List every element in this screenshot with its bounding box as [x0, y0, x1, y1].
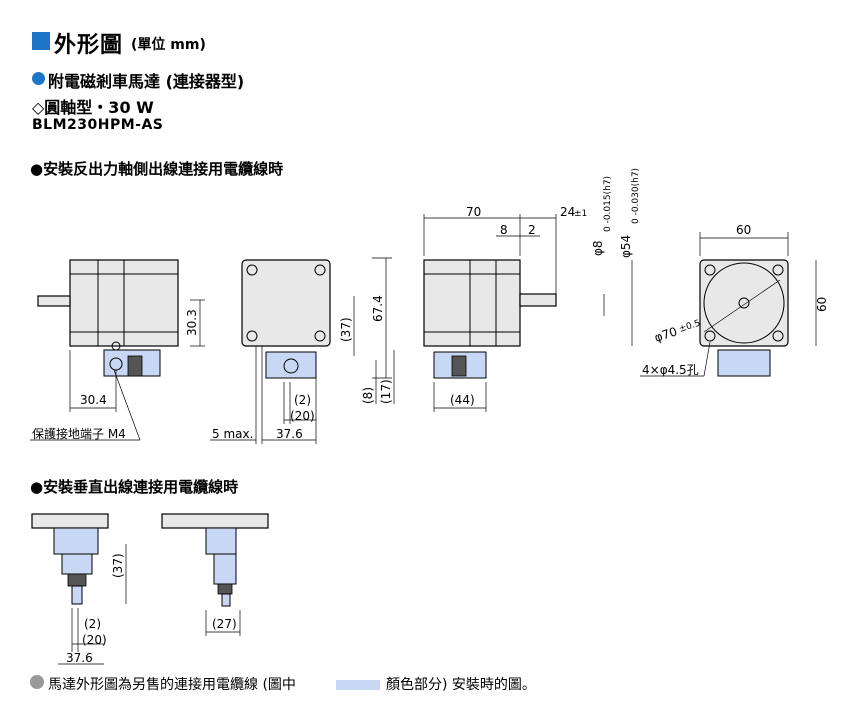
dim-37: (37): [339, 317, 353, 342]
front-view: 67.4 (37) (8) (17) 5 max. 37.6 (2) (20): [210, 257, 395, 444]
dim-30-3: 30.3: [185, 309, 199, 336]
flange-view: 60 60 φ70 ±0.5 4×φ4.5孔: [640, 223, 829, 377]
dim-30-4: 30.4: [80, 393, 107, 407]
note-text-b: 顏色部分) 安裝時的圖。: [386, 677, 536, 693]
section2-title: ●安裝垂直出線連接用電纜線時: [30, 478, 239, 496]
dim-phi54-tolerance: 0 -0.030(h7): [631, 168, 641, 224]
s2-dim-37: (37): [111, 553, 125, 578]
blue-bullet-icon: [32, 72, 45, 85]
dim-phi54: φ54: [619, 235, 633, 258]
dim-phi70-tolerance: ±0.5: [678, 319, 702, 335]
shaft-type: ◇圓軸型・30 W: [32, 98, 154, 117]
dim-2b: 2: [528, 223, 536, 237]
section1-title: ●安裝反出力軸側出線連接用電纜線時: [30, 160, 284, 178]
s2-dim-27: (27): [212, 617, 237, 631]
s2-dim-20: (20): [82, 633, 107, 647]
vertical-view-side: (27): [161, 513, 269, 636]
dim-24-tolerance: ±1: [574, 209, 587, 219]
unit-label: (單位 mm): [131, 37, 206, 53]
page-title: 外形圖: [54, 33, 124, 58]
product-subtitle: 附電磁剎車馬達 (連接器型): [48, 72, 245, 91]
vertical-view-front: (37) (2) (20) 37.6: [31, 513, 127, 665]
right-side-view: 70 24 ±1 8 2 φ8 0 -0.015(h7) φ54 0 -0.03…: [423, 168, 641, 412]
dim-67-4: 67.4: [371, 295, 385, 322]
side-view: 30.3 30.4 保護接地端子 M4: [30, 259, 205, 441]
note-text-a: 馬達外形圖為另售的連接用電纜線 (圖中: [48, 677, 296, 693]
holes-label: 4×φ4.5孔: [642, 363, 699, 377]
note-bullet-icon: [30, 675, 44, 689]
s2-dim-2: (2): [84, 617, 101, 631]
dim-44: (44): [450, 393, 475, 407]
dim-5max: 5 max.: [212, 427, 253, 441]
dim-17: (17): [379, 379, 393, 404]
s2-dim-37-6: 37.6: [66, 651, 93, 665]
cable-color-swatch: [336, 680, 380, 690]
dim-phi70: φ70: [653, 324, 679, 344]
dim-8: (8): [361, 387, 375, 404]
dim-phi8: φ8: [591, 240, 605, 256]
dim-37-6: 37.6: [276, 427, 303, 441]
header-square-icon: [32, 32, 50, 50]
dim-20: (20): [290, 409, 315, 423]
dim-8b: 8: [500, 223, 508, 237]
dim-2: (2): [294, 393, 311, 407]
dim-60-top: 60: [736, 223, 751, 237]
dim-24: 24: [560, 205, 575, 219]
dim-60-right: 60: [815, 297, 829, 312]
dim-phi8-tolerance: 0 -0.015(h7): [603, 176, 613, 232]
ground-terminal-label: 保護接地端子 M4: [32, 426, 126, 441]
dim-70: 70: [466, 205, 481, 219]
model-number: BLM230HPM-AS: [32, 117, 164, 133]
